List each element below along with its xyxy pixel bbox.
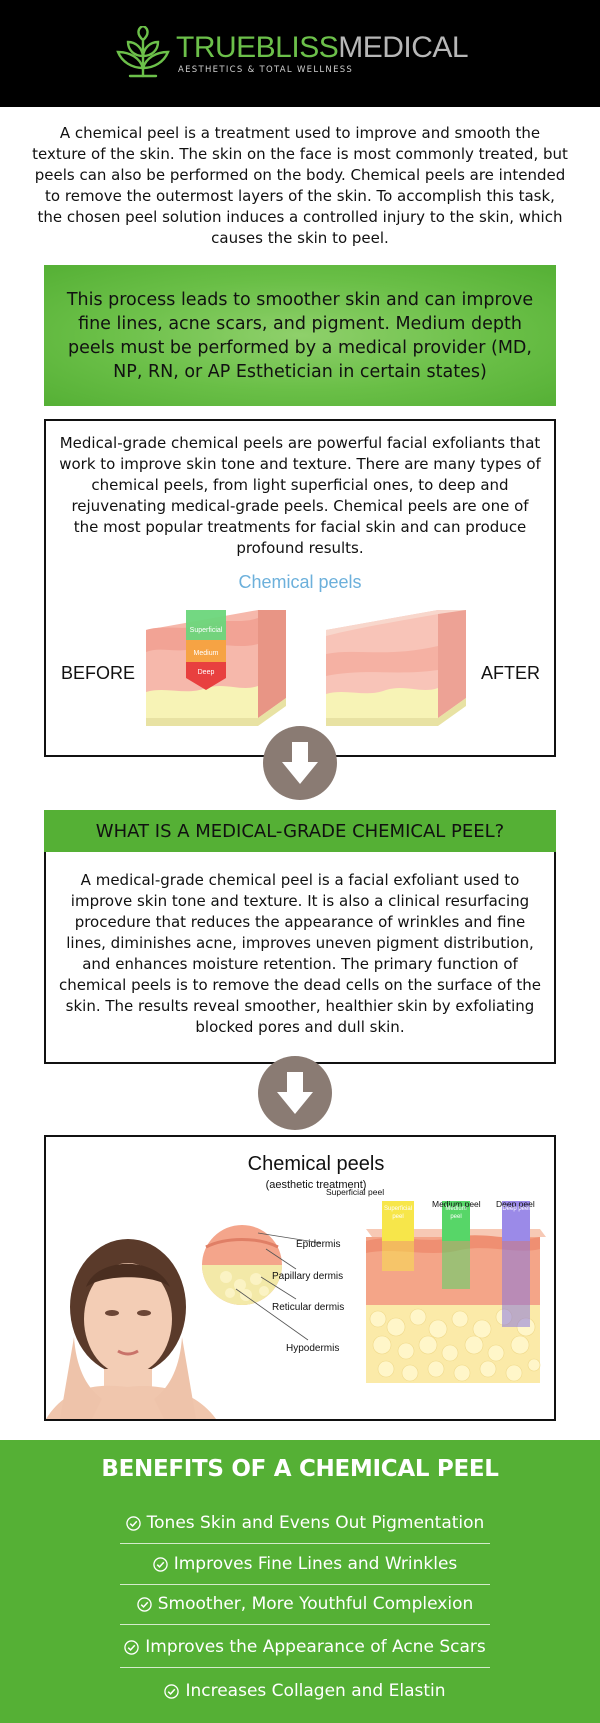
benefit-item: Increases Collagen and Elastin [120, 1671, 490, 1711]
benefit-item: Tones Skin and Evens Out Pigmentation [120, 1503, 490, 1544]
what-is-text: A medical-grade chemical peel is a facia… [58, 871, 542, 1036]
down-arrow-icon [258, 1056, 332, 1130]
check-circle-icon [164, 1683, 180, 1699]
deep-bar-label: Deep peel [502, 1206, 530, 1212]
check-circle-icon [153, 1556, 168, 1572]
layer-epidermis-label: Epidermis [296, 1239, 341, 1250]
site-header: TRUEBLISSMEDICAL AESTHETICS & TOTAL WELL… [0, 0, 600, 107]
brand-name: TRUEBLISSMEDICAL [176, 30, 469, 64]
benefit-item: Improves Fine Lines and Wrinkles [120, 1544, 490, 1585]
down-arrow-icon [263, 726, 337, 800]
layer-hypodermis-label: Hypodermis [286, 1343, 340, 1354]
benefit-text: Smoother, More Youthful Complexion [157, 1594, 474, 1614]
layer-papillary-label: Papillary dermis [272, 1271, 344, 1282]
diagram-title: Chemical peels [247, 1153, 385, 1175]
overview-text: Medical-grade chemical peels are powerfu… [59, 434, 541, 557]
after-label: AFTER [480, 663, 540, 683]
what-is-card: WHAT IS A MEDICAL-GRADE CHEMICAL PEEL? A… [44, 810, 556, 1064]
depth-medium-label: Medium [194, 650, 219, 657]
layer-reticular-label: Reticular dermis [272, 1302, 345, 1313]
intro-paragraph: A chemical peel is a treatment used to i… [32, 124, 568, 247]
superficial-bar-label: Superficial peel [384, 1206, 413, 1220]
model-face-image [46, 1239, 216, 1419]
deep-peel-label: Deep peel [496, 1199, 535, 1209]
brand-logo[interactable]: TRUEBLISSMEDICAL AESTHETICS & TOTAL WELL… [114, 26, 469, 80]
leaf-logo-icon [116, 26, 170, 78]
depth-superficial-label: Superficial [190, 627, 223, 634]
check-circle-icon [124, 1639, 139, 1655]
skin-before-illustration: Superficial Medium Deep [146, 610, 286, 726]
benefit-text: Improves the Appearance of Acne Scars [145, 1637, 486, 1657]
what-is-heading: WHAT IS A MEDICAL-GRADE CHEMICAL PEEL? [44, 810, 556, 852]
skin-block-illustration [366, 1201, 546, 1383]
brand-name-medical: MEDICAL [338, 30, 469, 64]
illustration-title: Chemical peels [238, 572, 362, 592]
medium-bar-label: Medium peel [445, 1206, 467, 1220]
highlight-text: This process leads to smoother skin and … [66, 289, 534, 382]
peel-diagram-art [46, 1201, 546, 1419]
benefit-item: Improves the Appearance of Acne Scars [120, 1627, 490, 1668]
benefits-section: BENEFITS OF A CHEMICAL PEEL Tones Skin a… [0, 1440, 600, 1723]
benefit-text: Increases Collagen and Elastin [185, 1681, 446, 1701]
brand-name-true: TRUE [176, 30, 256, 64]
benefit-item: Smoother, More Youthful Complexion [120, 1584, 490, 1625]
superficial-peel-label: Superficial peel [326, 1187, 385, 1197]
benefit-text: Improves Fine Lines and Wrinkles [173, 1554, 458, 1574]
highlight-box: This process leads to smoother skin and … [44, 265, 556, 406]
skin-after-illustration [326, 610, 466, 726]
check-circle-icon [137, 1596, 152, 1612]
medium-peel-label: Medium peel [432, 1199, 481, 1209]
brand-tagline: AESTHETICS & TOTAL WELLNESS [178, 64, 354, 75]
before-label: BEFORE [61, 663, 136, 683]
check-circle-icon [125, 1515, 141, 1531]
brand-name-bliss: BLISS [255, 30, 339, 64]
benefits-title: BENEFITS OF A CHEMICAL PEEL [101, 1456, 499, 1482]
peel-diagram-card: Chemical peels (aesthetic treatment) Epi… [44, 1135, 556, 1421]
skin-magnifier [202, 1225, 282, 1305]
overview-card: Medical-grade chemical peels are powerfu… [44, 419, 556, 757]
benefit-text: Tones Skin and Evens Out Pigmentation [146, 1513, 485, 1533]
diagram-subtitle: (aesthetic treatment) [265, 1179, 367, 1191]
depth-deep-label: Deep [198, 669, 215, 676]
